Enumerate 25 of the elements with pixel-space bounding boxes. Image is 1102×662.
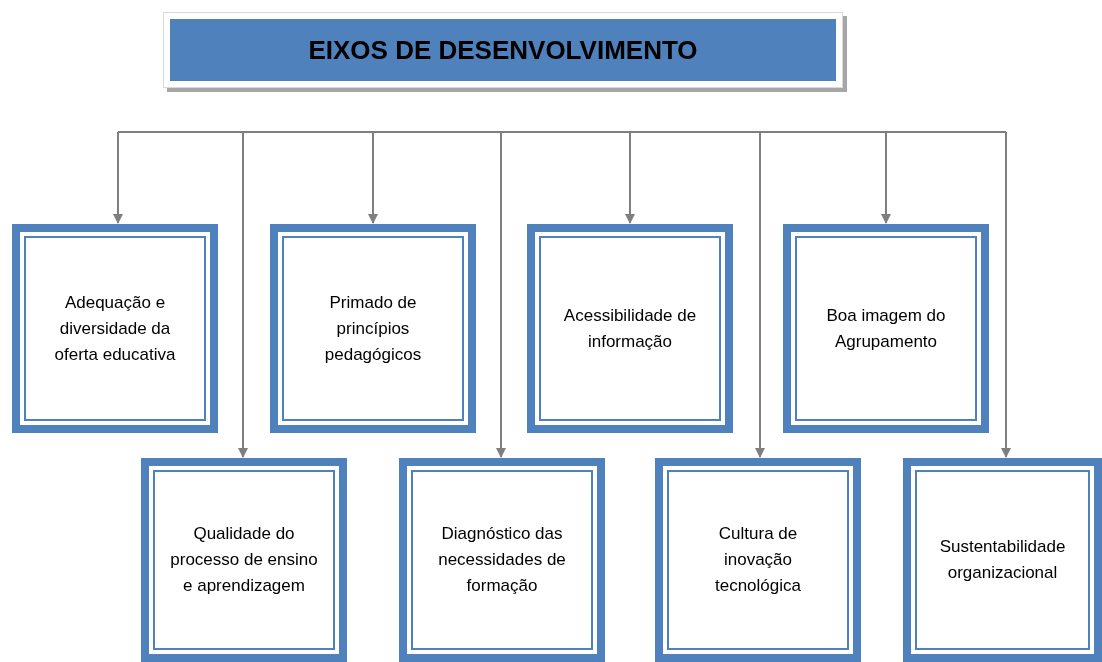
box-label: Boa imagem do Agrupamento	[825, 304, 947, 353]
arrow	[496, 131, 506, 458]
axis-box	[655, 458, 861, 662]
axis-box	[527, 224, 733, 433]
arrow	[625, 131, 635, 224]
axis-box	[141, 458, 347, 662]
arrow	[238, 131, 248, 458]
arrow	[1001, 131, 1011, 458]
arrow	[755, 131, 765, 458]
arrow	[368, 131, 378, 224]
arrow	[113, 131, 123, 224]
box-label: Cultura de inovação tecnológica	[714, 523, 802, 597]
title-text: EIXOS DE DESENVOLVIMENTO	[308, 33, 698, 67]
axis-box	[783, 224, 989, 433]
box-label: Diagnóstico das necessidades de formação	[437, 523, 567, 597]
box-label: Acessibilidade de informação	[562, 304, 698, 353]
arrow	[881, 131, 891, 224]
box-label: Sustentabilidade organizacional	[938, 536, 1067, 584]
axis-box	[903, 458, 1102, 662]
axis-box	[270, 224, 476, 433]
axis-box	[399, 458, 605, 662]
box-label: Primado de princípios pedagógicos	[323, 291, 423, 366]
box-label: Adequação e diversidade da oferta educativa	[53, 291, 177, 366]
axis-box	[12, 224, 218, 433]
box-label: Qualidade do processo de ensino e aprendizagem	[169, 523, 319, 597]
